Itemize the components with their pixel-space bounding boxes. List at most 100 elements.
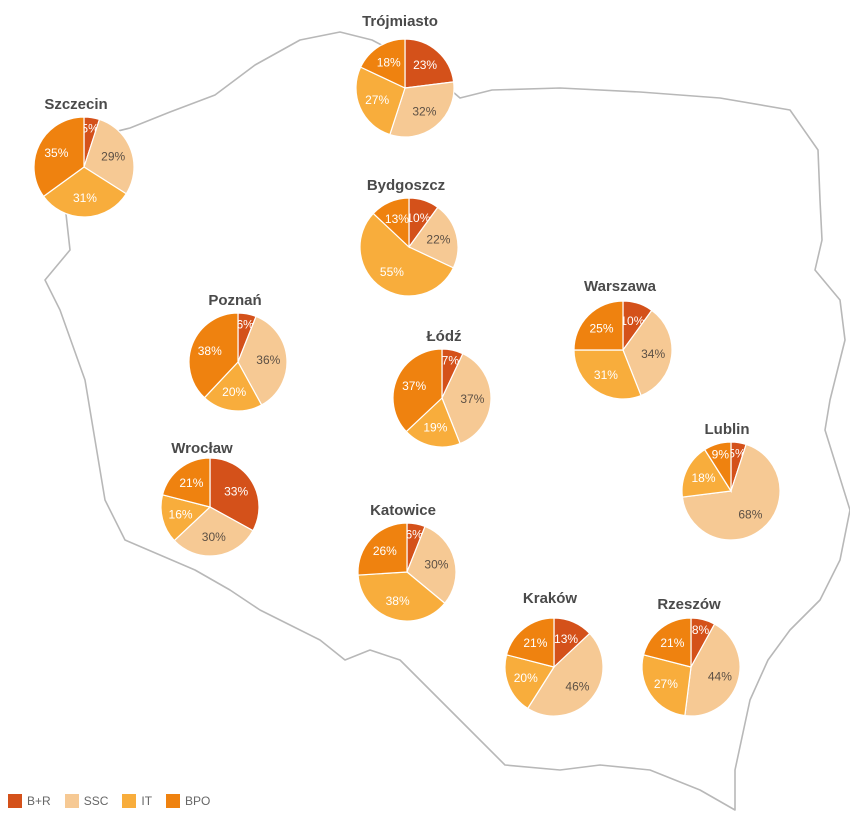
pie-poznan: 6%36%20%38%Poznań [188,292,288,412]
pie-slice-it [641,654,692,717]
pie-value-label: 23% [413,58,437,72]
legend: B+R SSC IT BPO [8,794,210,808]
pie-value-label: 10% [620,314,644,328]
pie-slice-it [405,396,461,448]
pie-slice-bpo [359,38,406,89]
pie-slice-bpo [372,197,410,249]
legend-label-it: IT [141,794,153,808]
pie-value-label: 55% [380,265,404,279]
city-label: Rzeszów [657,596,721,613]
legend-swatch-br [8,794,22,808]
pie-lublin: 5%68%18%9%Lublin [681,421,781,541]
pie-value-label: 8% [692,623,710,637]
legend-swatch-it [122,794,137,808]
pie-trojmiasto: 23% 32% 27% 18% Trójmiasto [355,13,455,138]
city-label: Katowice [370,502,436,519]
legend-item-ssc: SSC [64,794,109,808]
pie-value-label: 31% [594,368,618,382]
pie-value-label: 22% [426,232,450,246]
city-label: Bydgoszcz [367,177,445,194]
pie-value-label: 13% [385,212,409,226]
pie-slice-it [681,448,733,498]
city-label: Lublin [705,421,750,438]
pie-slice-bpo [392,348,443,433]
pie-slice-bpo [188,312,239,399]
pie-value-label: 20% [514,671,538,685]
city-label: Trójmiasto [362,13,438,30]
pie-slice-bpo [357,522,408,576]
legend-label-ssc: SSC [83,794,109,808]
legend-swatch-ssc [64,794,79,808]
pie-value-label: 5% [81,121,99,135]
pie-katowice: 6%30%38%26%Katowice [357,502,457,622]
city-label: Wrocław [171,440,233,457]
pie-value-label: 33% [224,485,248,499]
pie-value-label: 27% [365,93,389,107]
pie-value-label: 18% [691,471,715,485]
pie-lodz: 7% 37% 19% 37% Łódź [392,328,492,448]
pie-slice-it [357,571,446,622]
pie-slice-it [160,494,212,542]
pie-slice-it [359,212,455,297]
pie-szczecin: 5%29% 31% 35% Szczecin [33,96,135,218]
pie-value-label: 25% [590,322,614,336]
pie-value-label: 16% [169,508,193,522]
legend-label-br: B+R [27,794,51,808]
pie-slice-bpo [505,617,555,668]
pie-slice-ssc [83,118,135,195]
city-label: Szczecin [44,96,107,113]
pie-slice-it [573,349,642,400]
pie-value-label: 44% [708,669,732,683]
pie-value-label: 31% [73,191,97,205]
pie-slice-bpo [33,116,85,198]
pie-value-label: 37% [460,392,484,406]
pie-slice-ssc [684,623,741,717]
pie-slice-ssc [622,309,673,397]
pie-slice-bpo [642,617,692,668]
pie-value-label: 27% [654,677,678,691]
legend-item-it: IT [122,794,152,808]
pies-layer: 23% 32% 27% 18% Trójmiasto 5%29% 31% 35% Szczeci… [33,13,781,717]
pie-slice-ssc [389,81,455,138]
pie-value-label: 21% [660,636,684,650]
pie-warszawa: 10%34%31%25%Warszawa [573,278,673,400]
pie-value-label: 46% [565,679,589,693]
pie-value-label: 21% [523,636,547,650]
pie-value-label: 32% [412,104,436,118]
city-label: Kraków [523,590,578,607]
pie-value-label: 18% [377,55,401,69]
pie-value-label: 30% [202,530,226,544]
pie-slice-it [504,654,555,710]
pie-value-label: 35% [44,146,68,160]
pie-value-label: 13% [554,632,578,646]
legend-label-bpo: BPO [185,794,211,808]
legend-item-br: B+R [8,794,51,808]
pie-bydgoszcz: 10% 22% 55% 13% Bydgoszcz [359,177,459,297]
pie-value-label: 26% [373,544,397,558]
pie-slice-it [355,66,406,136]
pie-wroclaw: 33%30%16%21%Wrocław [160,440,260,557]
pie-rzeszow: 8% 44% 27% 21% Rzeszów [641,596,741,717]
pie-krakow: 13% 46% 20% 21% Kraków [504,590,604,717]
pie-value-label: 68% [738,507,762,521]
legend-item-bpo: BPO [166,794,210,808]
pie-value-label: 37% [402,379,426,393]
pie-slice-bpo [703,441,732,494]
city-label: Łódź [427,328,462,345]
pie-value-label: 19% [423,421,447,435]
pie-value-label: 6% [236,317,254,331]
pie-value-label: 10% [406,211,430,225]
pie-slice-ssc [441,352,492,445]
pie-value-label: 30% [424,557,448,571]
legend-swatch-bpo [166,794,181,808]
pie-slice-ssc [406,525,457,605]
pie-value-label: 7% [442,354,460,368]
pie-value-label: 29% [101,149,125,163]
pie-value-label: 38% [198,344,222,358]
pie-value-label: 6% [405,527,423,541]
city-label: Poznań [208,292,261,309]
pie-slice-bpo [161,457,211,508]
city-label: Warszawa [584,278,657,295]
